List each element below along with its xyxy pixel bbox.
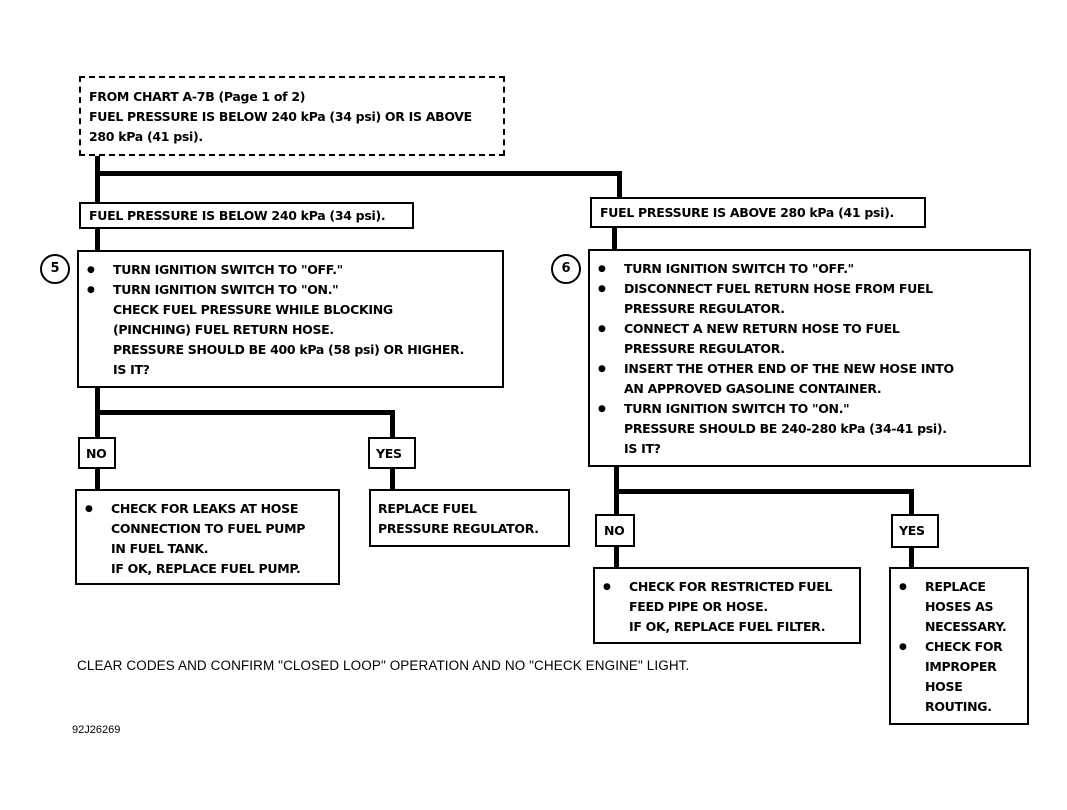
left-no-action-list: CHECK FOR LEAKS AT HOSE CONNECTION TO FUE… bbox=[77, 499, 338, 579]
continuation-line: PRESSURE REGULATOR. bbox=[624, 341, 785, 356]
connector bbox=[614, 489, 914, 494]
bullet-item: CONNECT A NEW RETURN HOSE TO FUEL bbox=[590, 319, 1029, 339]
connector bbox=[909, 489, 914, 517]
bullet-item: CHECK FOR LEAKS AT HOSE bbox=[77, 499, 338, 519]
connector bbox=[95, 468, 100, 490]
continuation-line: IS IT? bbox=[624, 441, 661, 456]
continuation-line: AN APPROVED GASOLINE CONTAINER. bbox=[624, 381, 882, 396]
start-line: 280 kPa (41 psi). bbox=[89, 129, 203, 144]
figure-code: 92J26269 bbox=[72, 724, 121, 736]
bullet-item: TURN IGNITION SWITCH TO "OFF." bbox=[590, 259, 1029, 279]
continuation-line: PRESSURE SHOULD BE 400 kPa (58 psi) OR H… bbox=[113, 342, 465, 357]
continuation-line: FEED PIPE OR HOSE. bbox=[629, 599, 768, 614]
step-number: 6 bbox=[561, 261, 571, 276]
continuation-line: (PINCHING) FUEL RETURN HOSE. bbox=[113, 322, 334, 337]
connector bbox=[95, 227, 100, 251]
step-6-badge: 6 bbox=[551, 254, 581, 284]
right-no-box: NO bbox=[595, 514, 635, 547]
continuation-line: ROUTING. bbox=[925, 699, 992, 714]
bullet-item: TURN IGNITION SWITCH TO "ON." bbox=[590, 399, 1029, 419]
right-no-action-list: CHECK FOR RESTRICTED FUEL FEED PIPE OR HO… bbox=[595, 577, 859, 637]
left-no-action-box: CHECK FOR LEAKS AT HOSE CONNECTION TO FUE… bbox=[75, 489, 340, 585]
continuation-line: NECESSARY. bbox=[925, 619, 1007, 634]
connector bbox=[909, 547, 914, 569]
continuation-line: IS IT? bbox=[113, 362, 150, 377]
continuation-line: IMPROPER bbox=[925, 659, 997, 674]
action-line: PRESSURE REGULATOR. bbox=[378, 521, 539, 536]
yes-label: YES bbox=[899, 523, 925, 538]
continuation-line: HOSES AS bbox=[925, 599, 994, 614]
bullet-item: TURN IGNITION SWITCH TO "ON." bbox=[79, 280, 502, 300]
condition-below-text: FUEL PRESSURE IS BELOW 240 kPa (34 psi). bbox=[89, 208, 386, 223]
connector bbox=[614, 546, 619, 568]
right-no-action-box: CHECK FOR RESTRICTED FUEL FEED PIPE OR HO… bbox=[593, 567, 861, 644]
connector bbox=[95, 410, 395, 415]
continuation-line: CONNECTION TO FUEL PUMP bbox=[111, 521, 306, 536]
closing-note: CLEAR CODES AND CONFIRM "CLOSED LOOP" OP… bbox=[77, 658, 690, 673]
bullet-item: INSERT THE OTHER END OF THE NEW HOSE INT… bbox=[590, 359, 1029, 379]
step-6-list: TURN IGNITION SWITCH TO "OFF."DISCONNECT… bbox=[590, 259, 1029, 459]
action-line: REPLACE FUEL bbox=[378, 501, 477, 516]
continuation-line: IF OK, REPLACE FUEL FILTER. bbox=[629, 619, 826, 634]
connector bbox=[617, 171, 622, 203]
left-yes-box: YES bbox=[368, 437, 416, 469]
left-yes-action-box: REPLACE FUEL PRESSURE REGULATOR. bbox=[369, 489, 570, 547]
right-yes-box: YES bbox=[891, 514, 939, 548]
condition-above-text: FUEL PRESSURE IS ABOVE 280 kPa (41 psi). bbox=[600, 205, 895, 220]
bullet-item: TURN IGNITION SWITCH TO "OFF." bbox=[79, 260, 502, 280]
bullet-item: CHECK FOR bbox=[891, 637, 1027, 657]
bullet-item: CHECK FOR RESTRICTED FUEL bbox=[595, 577, 859, 597]
start-box: FROM CHART A-7B (Page 1 of 2) FUEL PRESS… bbox=[79, 76, 505, 156]
bullet-item: REPLACE bbox=[891, 577, 1027, 597]
connector bbox=[612, 227, 617, 251]
no-label: NO bbox=[604, 523, 625, 538]
left-no-box: NO bbox=[78, 437, 116, 469]
step-5-box: TURN IGNITION SWITCH TO "OFF."TURN IGNIT… bbox=[77, 250, 504, 388]
yes-label: YES bbox=[376, 446, 402, 461]
step-number: 5 bbox=[50, 261, 60, 276]
continuation-line: HOSE bbox=[925, 679, 963, 694]
condition-above-box: FUEL PRESSURE IS ABOVE 280 kPa (41 psi). bbox=[590, 197, 926, 228]
condition-below-box: FUEL PRESSURE IS BELOW 240 kPa (34 psi). bbox=[79, 202, 414, 229]
connector bbox=[95, 155, 100, 203]
right-yes-action-list: REPLACE HOSES AS NECESSARY. CHECK FOR IMPROP… bbox=[891, 577, 1027, 717]
start-line: FUEL PRESSURE IS BELOW 240 kPa (34 psi) … bbox=[89, 109, 472, 124]
bullet-item: DISCONNECT FUEL RETURN HOSE FROM FUEL bbox=[590, 279, 1029, 299]
step-6-box: TURN IGNITION SWITCH TO "OFF."DISCONNECT… bbox=[588, 249, 1031, 467]
continuation-line: PRESSURE REGULATOR. bbox=[624, 301, 785, 316]
right-yes-action-box: REPLACE HOSES AS NECESSARY. CHECK FOR IMPROP… bbox=[889, 567, 1029, 725]
step-5-badge: 5 bbox=[40, 254, 70, 284]
connector bbox=[390, 468, 395, 490]
connector bbox=[95, 171, 622, 176]
connector bbox=[390, 410, 395, 438]
continuation-line: PRESSURE SHOULD BE 240-280 kPa (34-41 ps… bbox=[624, 421, 947, 436]
step-5-list: TURN IGNITION SWITCH TO "OFF."TURN IGNIT… bbox=[79, 260, 502, 380]
start-line: FROM CHART A-7B (Page 1 of 2) bbox=[89, 89, 306, 104]
no-label: NO bbox=[86, 446, 107, 461]
continuation-line: IF OK, REPLACE FUEL PUMP. bbox=[111, 561, 301, 576]
continuation-line: CHECK FUEL PRESSURE WHILE BLOCKING bbox=[113, 302, 393, 317]
continuation-line: IN FUEL TANK. bbox=[111, 541, 209, 556]
